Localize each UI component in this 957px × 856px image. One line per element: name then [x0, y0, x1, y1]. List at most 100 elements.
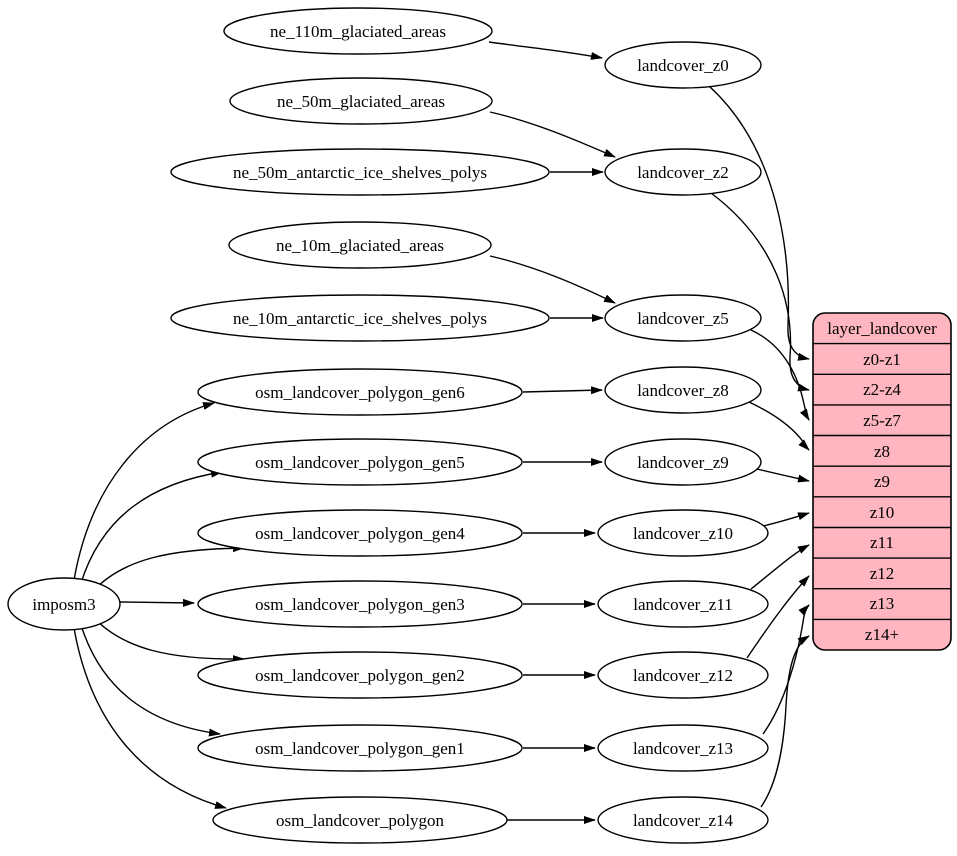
node-shape: [604, 41, 762, 89]
edge-landcover-z2-to-row-z2-z4: [710, 192, 810, 392]
node-shape: [229, 77, 493, 125]
edge-landcover-z10-to-row-z10: [758, 512, 810, 528]
node-ne-50m-antarctic-ice-shelves-polys: ne_50m_antarctic_ice_shelves_polys: [170, 148, 550, 196]
edge-imposm3-to-osm-landcover-polygon-gen5: [80, 469, 223, 584]
edge-imposm3-to-osm-landcover-polygon-gen2: [93, 617, 245, 664]
node-ne-10m-glaciated-areas: ne_10m_glaciated_areas: [228, 221, 492, 269]
node-label: landcover_z13: [633, 739, 733, 758]
node-shape: [197, 509, 523, 557]
edge-landcover-z12-to-row-z12: [746, 575, 810, 659]
edge-landcover-z5-to-row-z5-z7: [750, 329, 810, 421]
node-label: landcover_z0: [637, 56, 729, 75]
edge-imposm3-to-osm-landcover-polygon-gen6: [73, 402, 215, 581]
node-landcover-z11: landcover_z11: [597, 580, 769, 628]
node-shape: [197, 651, 523, 699]
node-landcover-z0: landcover_z0: [604, 41, 762, 89]
node-shape: [604, 366, 762, 414]
node-label: landcover_z2: [637, 163, 729, 182]
node-shape: [223, 7, 493, 55]
edge-landcover-z13-to-row-z13: [762, 604, 810, 735]
edge-imposm3-to-osm-landcover-polygon-gen4: [93, 544, 245, 591]
node-osm-landcover-polygon-gen5: osm_landcover_polygon_gen5: [197, 438, 523, 486]
edge-landcover-z14-to-row-z14: [760, 635, 810, 808]
node-label: osm_landcover_polygon_gen1: [255, 739, 465, 758]
node-label: landcover_z8: [637, 381, 729, 400]
node-landcover-z8: landcover_z8: [604, 366, 762, 414]
node-shape: [197, 438, 523, 486]
edge-imposm3-to-osm-landcover-polygon: [73, 627, 227, 809]
node-label: ne_10m_glaciated_areas: [276, 236, 444, 255]
table-background: [812, 312, 952, 651]
node-shape: [604, 438, 762, 486]
table-row: z5-z7: [863, 411, 901, 430]
table-row: z14+: [865, 625, 899, 644]
edge-imposm3-to-osm-landcover-polygon-gen1: [80, 624, 221, 737]
node-layer: imposm3 ne_110m_glaciated_areas ne_50m_g…: [7, 7, 769, 844]
node-shape: [197, 724, 523, 772]
edge-landcover-z11-to-row-z11: [750, 544, 810, 590]
edge-landcover-z0-to-row-z0-z1: [708, 85, 810, 361]
node-landcover-z5: landcover_z5: [604, 294, 762, 342]
node-label: osm_landcover_polygon: [276, 811, 445, 830]
node-label: ne_110m_glaciated_areas: [270, 22, 446, 41]
edge-ne-110m-glaciated-areas-to-landcover-z0: [488, 41, 603, 60]
table-row: z10: [870, 503, 895, 522]
node-osm-landcover-polygon-gen6: osm_landcover_polygon_gen6: [197, 368, 523, 416]
node-shape: [604, 294, 762, 342]
node-label: osm_landcover_polygon_gen5: [255, 453, 465, 472]
node-shape: [197, 368, 523, 416]
edge-landcover-z8-to-row-z8: [748, 401, 810, 451]
node-landcover-z2: landcover_z2: [604, 148, 762, 196]
node-landcover-z13: landcover_z13: [597, 724, 769, 772]
node-label: ne_50m_antarctic_ice_shelves_polys: [233, 163, 487, 182]
table-row: z12: [870, 564, 895, 583]
edge-landcover-z9-to-row-z9: [756, 468, 810, 483]
node-landcover-z14: landcover_z14: [597, 796, 769, 844]
node-label: landcover_z5: [637, 309, 729, 328]
table-row: z11: [870, 533, 894, 552]
node-shape: [597, 796, 769, 844]
edge-layer: [73, 41, 810, 824]
node-shape: [197, 580, 523, 628]
node-label: landcover_z10: [633, 524, 733, 543]
node-osm-landcover-polygon-gen3: osm_landcover_polygon_gen3: [197, 580, 523, 628]
node-shape: [7, 577, 121, 631]
table-row: z0-z1: [863, 350, 901, 369]
edge-imposm3-to-osm-landcover-polygon-gen3: [119, 598, 195, 607]
node-label: ne_50m_glaciated_areas: [277, 92, 445, 111]
node-label: landcover_z14: [633, 811, 734, 830]
edge-ne-50m-glaciated-areas-to-landcover-z2: [489, 111, 616, 158]
node-label: landcover_z11: [633, 595, 732, 614]
edge-ne-10m-glaciated-areas-to-landcover-z5: [489, 255, 616, 304]
node-label: osm_landcover_polygon_gen3: [255, 595, 465, 614]
node-shape: [597, 580, 769, 628]
node-shape: [597, 651, 769, 699]
node-label: imposm3: [32, 595, 95, 614]
node-label: landcover_z12: [633, 666, 733, 685]
node-landcover-z12: landcover_z12: [597, 651, 769, 699]
node-osm-landcover-polygon-gen1: osm_landcover_polygon_gen1: [197, 724, 523, 772]
node-osm-landcover-polygon: osm_landcover_polygon: [212, 796, 508, 844]
node-label: osm_landcover_polygon_gen2: [255, 666, 465, 685]
node-shape: [597, 724, 769, 772]
node-ne-50m-glaciated-areas: ne_50m_glaciated_areas: [229, 77, 493, 125]
table-layer-landcover: layer_landcover z0-z1 z2-z4 z5-z7 z8 z9 …: [812, 312, 952, 651]
table-row: z8: [874, 442, 890, 461]
node-shape: [212, 796, 508, 844]
node-shape: [604, 148, 762, 196]
node-shape: [597, 509, 769, 557]
node-shape: [170, 148, 550, 196]
node-label: ne_10m_antarctic_ice_shelves_polys: [233, 309, 487, 328]
node-label: landcover_z9: [637, 453, 729, 472]
table-row: z9: [874, 472, 890, 491]
node-landcover-z9: landcover_z9: [604, 438, 762, 486]
edge-osm-landcover-polygon-gen6-to-landcover-z8: [522, 386, 603, 395]
node-imposm3: imposm3: [7, 577, 121, 631]
table-row: z2-z4: [863, 380, 901, 399]
node-label: osm_landcover_polygon_gen6: [255, 383, 465, 402]
table-row: z13: [870, 594, 895, 613]
node-shape: [228, 221, 492, 269]
node-landcover-z10: landcover_z10: [597, 509, 769, 557]
